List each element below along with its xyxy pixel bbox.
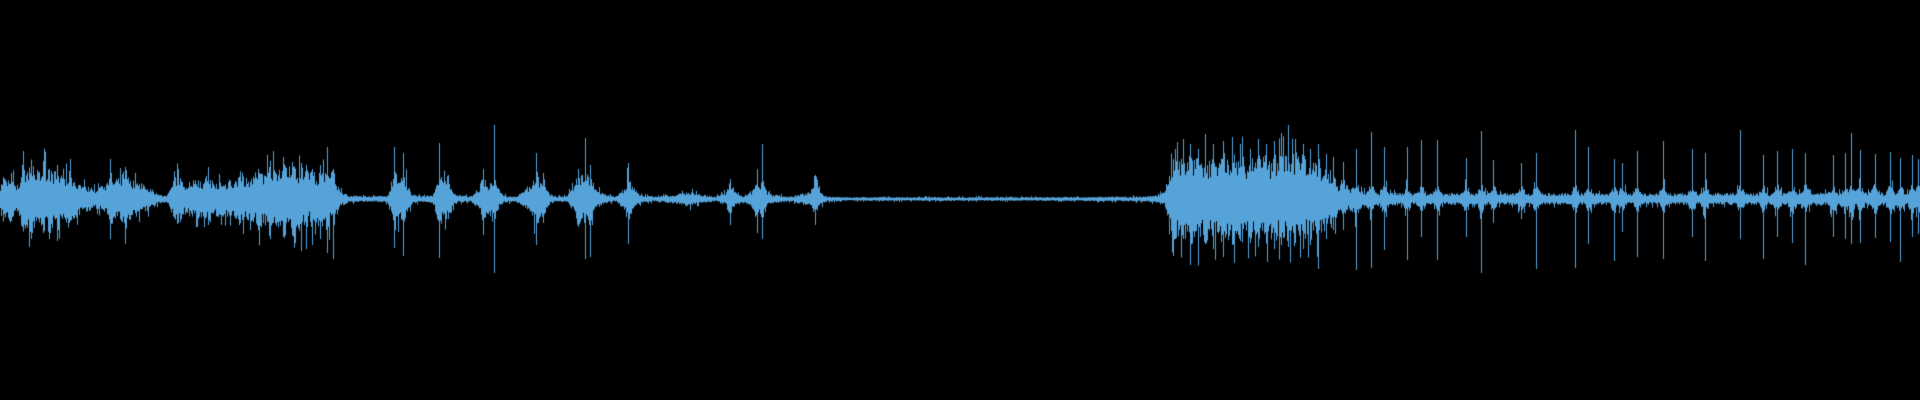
waveform-panel: [0, 0, 1920, 400]
screenshot-root: { "page": { "background_color": "#000000…: [0, 0, 1920, 400]
audio-waveform[interactable]: [0, 0, 1920, 400]
